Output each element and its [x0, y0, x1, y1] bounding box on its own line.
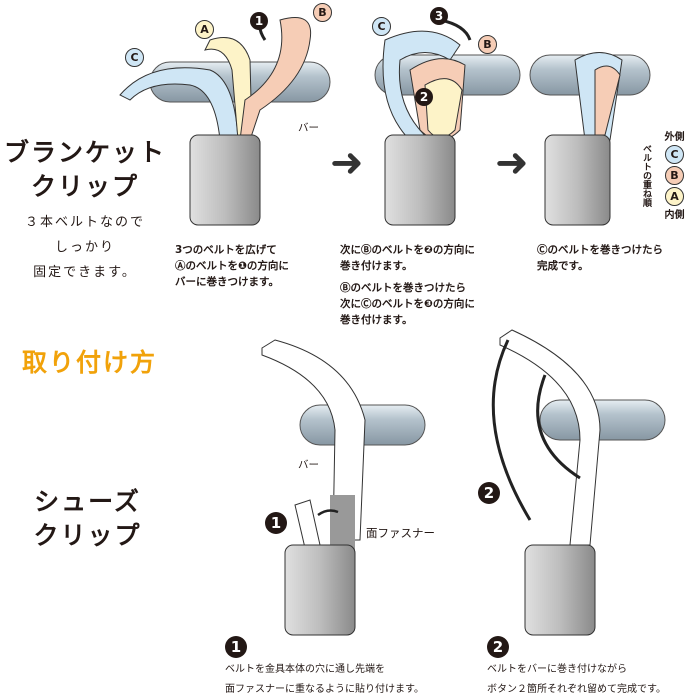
inner-label: 内側	[664, 210, 685, 221]
blanket-step3-drawing	[529, 52, 651, 226]
label-c: C	[125, 48, 144, 67]
label-a: A	[195, 20, 214, 39]
step-line: 次にⒷのベルトを❷の方向に	[340, 244, 475, 256]
step-line: ボタン２箇所それぞれ留めて完成です。	[487, 684, 666, 695]
shoes-title-line2: クリップ	[33, 521, 142, 550]
step-line: 面ファスナーに重なるように貼り付けます。	[225, 684, 424, 695]
shoes-step2-text: 2 ベルトをバーに巻き付けながら ボタン２箇所それぞれ留めて完成です。	[487, 636, 666, 700]
step-line: 3つのベルトを広げて	[175, 244, 277, 256]
order-a: A	[665, 187, 684, 206]
blanket-subtitle: ３本ベルトなので しっかり 固定できます。	[5, 210, 165, 285]
label-b-2: B	[478, 35, 497, 54]
bar-label: バー	[298, 122, 319, 134]
shoes-title: シューズ クリップ	[5, 485, 170, 553]
step-line: Ⓐのベルトを❶の方向に	[175, 260, 289, 272]
label-b: B	[313, 3, 332, 22]
velcro-label: 面ファスナー	[366, 526, 435, 540]
blanket-title-line1: ブランケット	[3, 138, 166, 167]
outer-label: 外側	[664, 132, 685, 143]
blanket-sub-line1: ３本ベルトなので	[24, 215, 145, 230]
belt-order-legend: 外側 C B A 内側 ベルトの重ね順	[640, 128, 695, 221]
label-c-2: C	[372, 17, 391, 36]
blanket-step2-drawing	[374, 18, 521, 226]
step-line: Ⓒのベルトを巻きつけたら	[537, 244, 663, 256]
blanket-step2-text: 次にⒷのベルトを❷の方向に 巻き付けます。 Ⓑのベルトを巻きつけたら 次にⒸのベ…	[340, 242, 475, 328]
order-b: B	[665, 166, 684, 185]
shoes-step2-drawing	[491, 329, 666, 636]
number-1: 1	[250, 12, 268, 30]
step-line: 次にⒸのベルトを❸の方向に	[340, 298, 475, 310]
order-c: C	[665, 145, 684, 164]
blanket-step1-text: 3つのベルトを広げて Ⓐのベルトを❶の方向に バーに巻きつけます。	[175, 242, 289, 290]
shoes-number-1: 1	[265, 512, 287, 534]
step-line: 巻き付けます。	[340, 314, 413, 326]
blanket-title-line2: クリップ	[30, 172, 139, 201]
next-arrow-icon: ➜	[330, 140, 364, 186]
number-3: 3	[430, 7, 448, 25]
next-arrow-icon: ➜	[495, 140, 529, 186]
howto-title: 取り付け方	[22, 348, 158, 377]
blanket-sub-line3: 固定できます。	[33, 265, 137, 280]
shoes-step1-text: 1 ベルトを金具本体の穴に通し先端を 面ファスナーに重なるように貼り付けます。	[225, 636, 424, 700]
shoes-title-line1: シューズ	[34, 487, 141, 516]
blanket-sub-line2: しっかり	[54, 240, 115, 255]
blanket-step1-drawing	[119, 16, 331, 226]
number-2: 2	[415, 88, 433, 106]
shoes-number-2: 2	[478, 482, 500, 504]
step-line: ベルトを金具本体の穴に通し先端を	[225, 664, 385, 675]
blanket-step3-text: Ⓒのベルトを巻きつけたら 完成です。	[537, 242, 663, 274]
step-line: Ⓑのベルトを巻きつけたら	[340, 282, 466, 294]
step-number: 2	[487, 636, 509, 658]
step-number: 1	[225, 636, 247, 658]
blanket-title: ブランケット クリップ	[0, 136, 170, 204]
step-line: 完成です。	[537, 260, 589, 272]
step-line: バーに巻きつけます。	[175, 276, 279, 288]
shoes-bar-label: バー	[298, 459, 319, 471]
shoes-step1-drawing	[261, 339, 426, 636]
step-line: ベルトをバーに巻き付けながら	[487, 664, 627, 675]
order-caption: ベルトの重ね順	[641, 144, 651, 207]
step-line: 巻き付けます。	[340, 260, 413, 272]
